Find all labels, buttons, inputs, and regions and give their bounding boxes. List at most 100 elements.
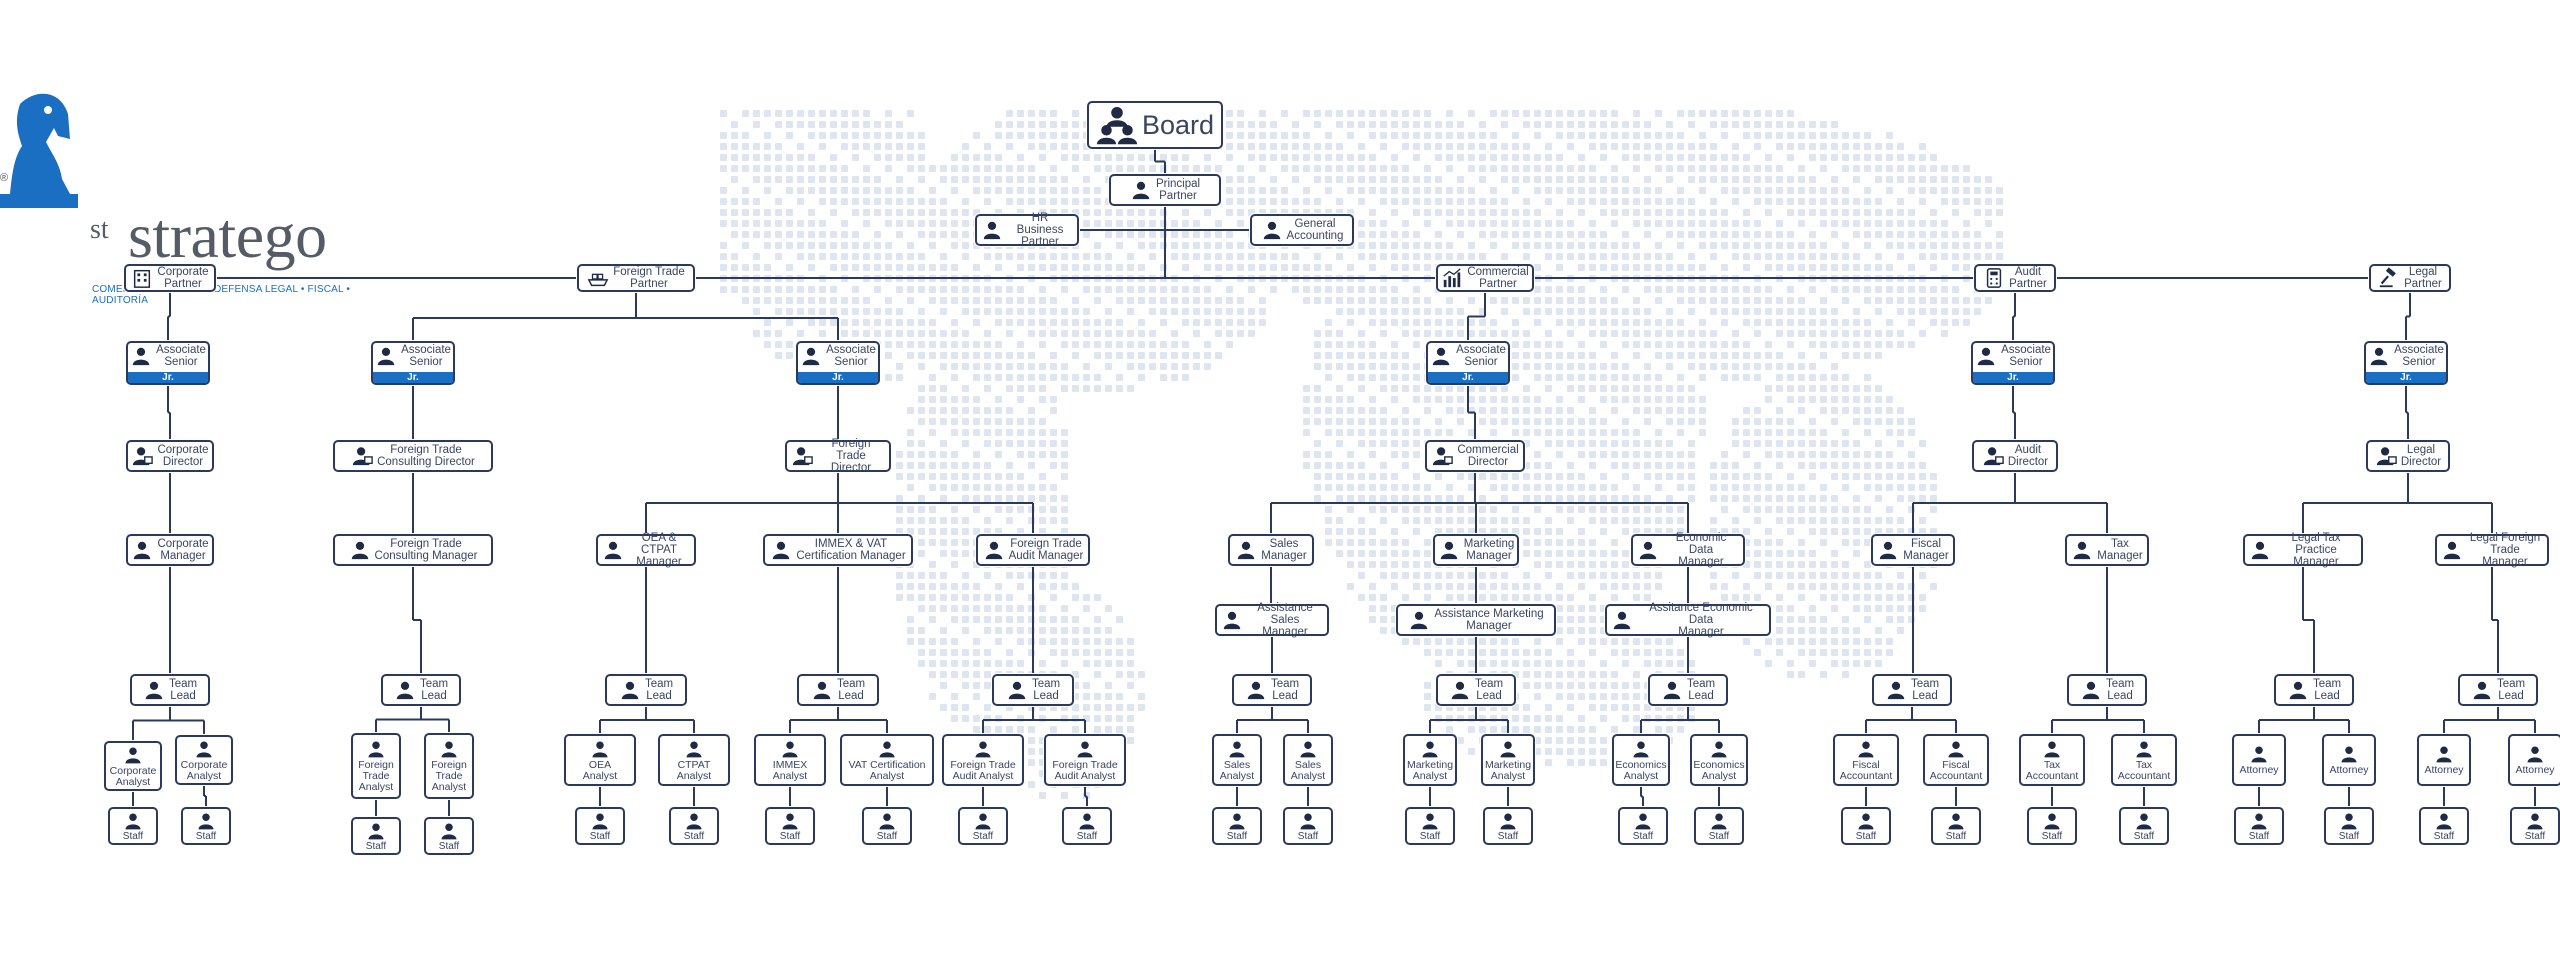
org-node-c-a1: Corporate Analyst: [104, 741, 162, 791]
org-node-label: Marketing Analyst: [1406, 758, 1454, 782]
org-node-label: General Accounting: [1286, 218, 1344, 242]
org-node-label: Associate Senior: [826, 343, 876, 368]
org-node-ltp-tl: Team Lead: [2274, 674, 2354, 706]
level-band: Jr.: [1428, 372, 1508, 383]
org-node-ltp-a2: Attorney: [2322, 734, 2376, 786]
org-node-c-dir: Corporate Director: [126, 440, 214, 472]
org-node-label: Team Lead: [1910, 678, 1940, 702]
person-icon: [1856, 811, 1876, 831]
org-node-ft: Foreign Trade Partner: [577, 264, 695, 292]
org-node-leg: Legal Partner: [2369, 264, 2451, 292]
org-node-label: Staff: [1226, 830, 1248, 842]
org-node-ftc-a2: Foreign Trade Analyst: [424, 733, 474, 799]
person-icon: [1077, 811, 1097, 831]
person-icon: [800, 345, 822, 367]
org-node-eco-s1: Staff: [1618, 807, 1668, 845]
person-icon: [2471, 679, 2493, 701]
person-icon: [770, 539, 792, 561]
person-icon: [590, 811, 610, 831]
org-node-label: Economics Analyst: [1615, 758, 1667, 782]
person-icon: [1438, 539, 1460, 561]
org-node-gen: General Accounting: [1250, 214, 1354, 246]
org-node-label: Attorney: [2329, 764, 2369, 776]
person-icon: [1709, 811, 1729, 831]
person-icon: [1611, 609, 1633, 631]
org-node-label: Staff: [1419, 830, 1441, 842]
org-node-label: Staff: [122, 830, 144, 842]
person-icon: [1975, 345, 1997, 367]
org-node-label: Foreign Trade Analyst: [431, 759, 467, 793]
person-icon: [1227, 739, 1247, 759]
org-node-principal: Principal Partner: [1109, 174, 1221, 206]
person-icon: [2339, 811, 2359, 831]
org-node-label: Assitance Economic Data Manager: [1649, 602, 1753, 638]
person-icon: [981, 219, 1003, 241]
person-icon: [1449, 679, 1471, 701]
org-node-mkt-s1: Staff: [1405, 807, 1455, 845]
org-node-tax-a2: Tax Accountant: [2111, 734, 2177, 786]
person-icon: [1498, 739, 1518, 759]
org-node-label: Team Lead: [2105, 678, 2135, 702]
org-node-mkt-s2: Staff: [1483, 807, 1533, 845]
org-node-eco-s2: Staff: [1694, 807, 1744, 845]
org-node-fis-s2: Staff: [1931, 807, 1981, 845]
org-node-label: HR Business Partner: [1016, 212, 1064, 248]
org-node-mkt-a1: Marketing Analyst: [1403, 734, 1457, 786]
person-icon: [1298, 811, 1318, 831]
org-node-immex-a2: VAT Certification Analyst: [840, 734, 934, 786]
org-node-label: Staff: [1632, 830, 1654, 842]
org-node-label: Staff: [1076, 830, 1098, 842]
org-node-mkt-tl: Team Lead: [1436, 674, 1516, 706]
org-node-ftc-a1: Foreign Trade Analyst: [351, 733, 401, 799]
person-tie-icon: [1982, 445, 2004, 467]
person-icon: [1709, 739, 1729, 759]
org-node-label: Fiscal Accountant: [1929, 758, 1983, 782]
org-node-lft-s1: Staff: [2419, 807, 2469, 845]
org-node-label: Staff: [2433, 830, 2455, 842]
org-node-label: Legal Foreign Trade Manager: [2469, 532, 2541, 568]
person-icon: [143, 679, 165, 701]
org-node-label: Team Lead: [2312, 678, 2342, 702]
org-node-label: Staff: [876, 830, 898, 842]
org-node-label: Assistance Marketing Manager: [1434, 608, 1544, 632]
person-icon: [1245, 679, 1267, 701]
org-node-immex-tl: Team Lead: [797, 674, 879, 706]
org-node-label: Team Lead: [168, 678, 198, 702]
org-node-immex-a1: IMMEX Analyst: [754, 734, 826, 786]
person-icon: [1877, 539, 1899, 561]
org-node-label: Marketing Manager: [1463, 538, 1515, 562]
org-node-label: Sales Analyst: [1290, 758, 1326, 782]
org-node-leg-dir: Legal Director: [2366, 440, 2450, 472]
org-node-label: Principal Partner: [1155, 178, 1201, 202]
org-node-label: Staff: [2248, 830, 2270, 842]
person-icon: [439, 739, 459, 759]
brand-tagline: COMERCIO EXTERIOR • DEFENSA LEGAL • FISC…: [92, 284, 351, 306]
org-node-oea-a1: OEA Analyst: [564, 734, 636, 786]
person-icon: [2434, 811, 2454, 831]
org-node-label: Associate Senior: [156, 343, 206, 368]
org-node-label: Staff: [589, 830, 611, 842]
level-band: Jr.: [1973, 372, 2053, 383]
org-node-com: Commercial Partner: [1436, 264, 1534, 292]
org-node-label: Staff: [1497, 830, 1519, 842]
org-node-fta-s2: Staff: [1062, 807, 1112, 845]
org-node-label: Team Lead: [1686, 678, 1716, 702]
org-node-label: Attorney: [2515, 764, 2555, 776]
person-icon: [366, 821, 386, 841]
person-icon: [123, 811, 143, 831]
org-node-label: Legal Partner: [2404, 266, 2442, 290]
org-node-ftc-s1: Staff: [351, 817, 401, 855]
org-node-label: Corporate Director: [157, 444, 209, 468]
org-node-label: CTPAT Analyst: [676, 758, 712, 782]
org-node-label: Staff: [365, 840, 387, 852]
person-tie-icon: [351, 445, 373, 467]
org-node-corp: Corporate Partner: [124, 264, 216, 292]
person-icon: [196, 811, 216, 831]
org-node-ftc-s2: Staff: [424, 817, 474, 855]
person-icon: [2042, 739, 2062, 759]
org-node-label: Legal Tax Practice Manager: [2291, 532, 2341, 568]
ship-icon: [587, 267, 609, 289]
